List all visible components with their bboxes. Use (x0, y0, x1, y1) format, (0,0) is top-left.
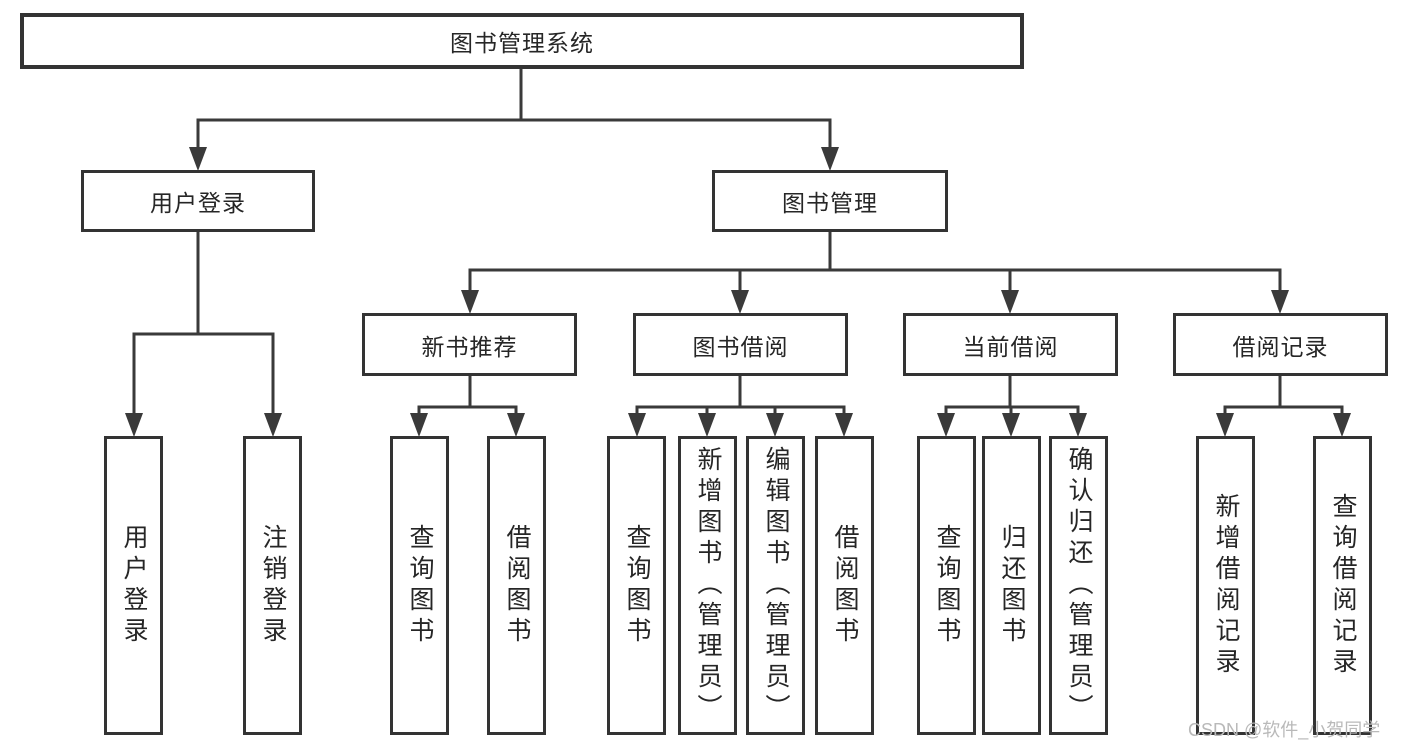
recommend-branch-connector (417, 376, 518, 414)
arrowhead-icon (1002, 413, 1020, 437)
node-query-books: 查询图书 (917, 436, 976, 735)
arrowhead-icon (1069, 413, 1087, 437)
node-label: 图书管理系统 (450, 30, 594, 56)
node-user-login-group: 用户登录 (81, 170, 315, 232)
node-confirm-return-admin: 确认归还（管理员） (1049, 436, 1108, 735)
node-borrowing-records: 借阅记录 (1173, 313, 1388, 376)
arrowhead-icon (698, 413, 716, 437)
node-label: 用户登录 (150, 190, 246, 216)
trunk-connector (196, 69, 832, 148)
arrowhead-icon (731, 290, 749, 314)
node-label: 借阅图书 (831, 523, 859, 648)
arrowhead-icon (628, 413, 646, 437)
arrowhead-icon (1333, 413, 1351, 437)
node-label: 用户登录 (120, 523, 148, 648)
node-current-borrowing: 当前借阅 (903, 313, 1118, 376)
node-new-book-recommendation: 新书推荐 (362, 313, 577, 376)
login-branch-connector (132, 232, 275, 414)
node-add-books-admin: 新增图书（管理员） (678, 436, 737, 735)
node-query-books: 查询图书 (607, 436, 666, 735)
node-label: 图书借阅 (692, 333, 789, 360)
node-label: 确认归还（管理员） (1065, 446, 1093, 725)
node-label: 归还图书 (998, 523, 1026, 648)
node-label: 借阅记录 (1232, 333, 1329, 360)
node-label: 新增借阅记录 (1212, 492, 1240, 679)
node-query-books: 查询图书 (390, 436, 449, 735)
node-label: 注销登录 (259, 523, 287, 648)
arrowhead-icon (1216, 413, 1234, 437)
node-book-management: 图书管理 (712, 170, 948, 232)
arrowhead-icon (125, 413, 143, 437)
node-add-borrow-record: 新增借阅记录 (1196, 436, 1255, 735)
arrowhead-icon (410, 413, 428, 437)
arrowhead-icon (937, 413, 955, 437)
arrowhead-icon (507, 413, 525, 437)
node-label: 编辑图书（管理员） (762, 446, 790, 725)
current-branch-connector (944, 376, 1080, 414)
node-label: 新增图书（管理员） (694, 446, 722, 725)
arrowhead-icon (835, 413, 853, 437)
node-borrow-books: 借阅图书 (487, 436, 546, 735)
node-label: 图书管理 (782, 190, 878, 216)
node-return-books: 归还图书 (982, 436, 1041, 735)
csdn-watermark: CSDN @软件_小贺同学 (1188, 720, 1381, 740)
arrowhead-icon (1001, 290, 1019, 314)
record-branch-connector (1223, 376, 1344, 414)
arrowhead-icon (461, 290, 479, 314)
arrowhead-icon (264, 413, 282, 437)
arrowhead-icon (766, 413, 784, 437)
node-label: 借阅图书 (503, 523, 531, 648)
node-label: 新书推荐 (421, 333, 518, 360)
node-edit-books-admin: 编辑图书（管理员） (746, 436, 805, 735)
node-logout: 注销登录 (243, 436, 302, 735)
arrowhead-icon (821, 147, 839, 171)
borrowing-branch-connector (635, 376, 846, 414)
arrowhead-icon (1271, 290, 1289, 314)
node-label: 查询图书 (933, 523, 961, 648)
node-label: 查询图书 (623, 523, 651, 648)
node-root-system: 图书管理系统 (20, 13, 1024, 69)
node-book-borrowing: 图书借阅 (633, 313, 848, 376)
node-label: 查询图书 (406, 523, 434, 648)
node-borrow-books: 借阅图书 (815, 436, 874, 735)
node-label: 当前借阅 (962, 333, 1059, 360)
node-query-borrow-record: 查询借阅记录 (1313, 436, 1372, 735)
management-branch-connector (468, 232, 1282, 291)
node-user-login: 用户登录 (104, 436, 163, 735)
node-label: 查询借阅记录 (1329, 492, 1357, 679)
arrowhead-icon (189, 147, 207, 171)
